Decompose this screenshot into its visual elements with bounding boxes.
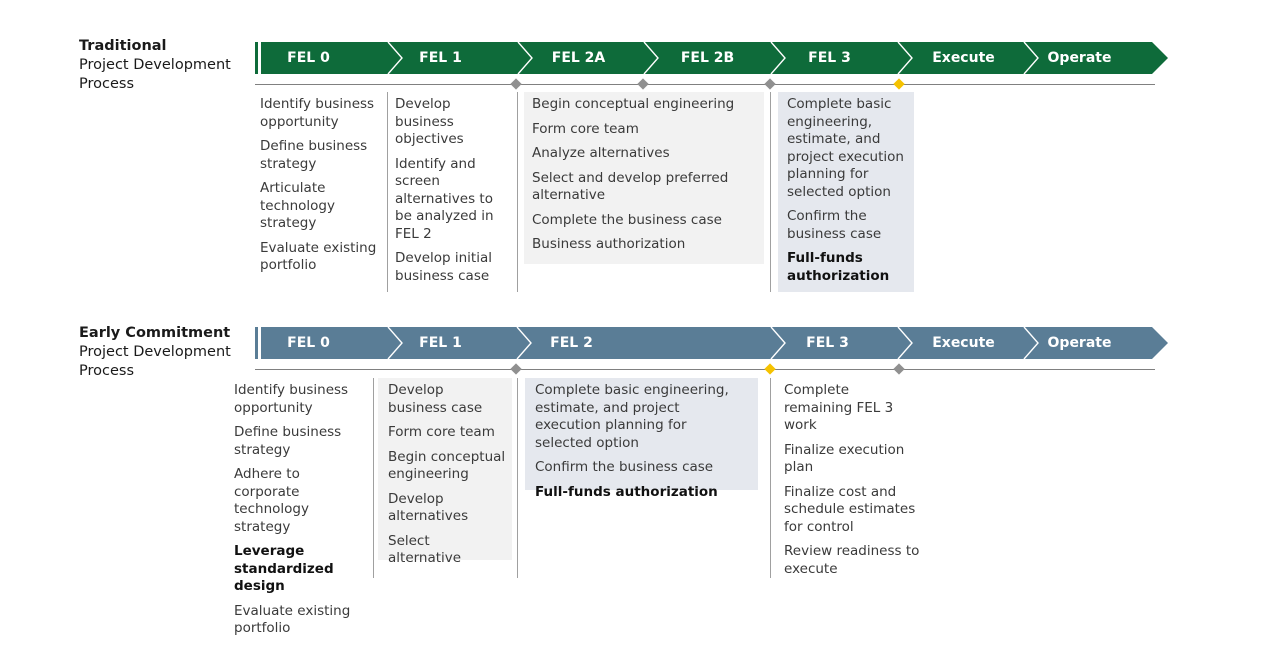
early-arrow <box>261 327 1168 359</box>
early-phase-operate: Operate <box>1047 335 1112 351</box>
early-fel3-item: Review readiness to execute <box>784 543 920 577</box>
early-fel1-item: Develop business case <box>388 382 483 416</box>
traditional-timeline-rule <box>255 84 1155 85</box>
early-fel1-shade <box>378 378 512 560</box>
early-col-fel0: Identify business opportunity Define bus… <box>234 382 368 645</box>
early-band-svg <box>255 327 1168 359</box>
traditional-fel2-item: Business authorization <box>532 236 686 252</box>
traditional-col-fel3: Complete basic engineering, estimate, an… <box>787 96 911 292</box>
traditional-divider-2 <box>517 92 518 292</box>
traditional-fel0-item: Define business strategy <box>260 138 368 172</box>
early-fel1-item: Begin conceptual engineering <box>388 448 506 483</box>
traditional-phase-fel3: FEL 3 <box>808 50 851 66</box>
traditional-col-fel2: Begin conceptual engineering Form core t… <box>532 96 760 261</box>
traditional-fel0-item: Evaluate existing portfolio <box>260 239 377 274</box>
early-col-fel2: Complete basic engineering, estimate, an… <box>535 382 747 508</box>
early-phase-fel3: FEL 3 <box>806 335 849 351</box>
early-fel3-item: Complete remaining FEL 3 work <box>784 382 894 433</box>
traditional-phase-fel0: FEL 0 <box>287 50 330 66</box>
early-fel1-item: Select alternative <box>388 532 462 567</box>
early-phase-band: FEL 0 FEL 1 FEL 2 FEL 3 Execute Operate <box>255 327 1170 359</box>
early-fel2-item-bold: Full-funds authorization <box>535 483 718 500</box>
traditional-divider-3 <box>770 92 771 292</box>
traditional-fel3-item: Complete basic engineering, estimate, an… <box>787 96 904 200</box>
traditional-fel0-item: Articulate technology strategy <box>260 180 335 231</box>
traditional-phase-fel1: FEL 1 <box>419 50 462 66</box>
traditional-arrow <box>261 42 1168 74</box>
traditional-fel3-item: Confirm the business case <box>787 208 882 242</box>
traditional-fel2-shade <box>524 92 764 264</box>
traditional-fel3-item-bold: Full-funds authorization <box>787 250 890 284</box>
early-milestone-2 <box>893 363 905 375</box>
traditional-fel1-item: Develop initial business case <box>395 250 492 284</box>
traditional-fel1-item: Identify and screen alternatives to be a… <box>395 155 494 242</box>
early-divider-3 <box>770 378 771 578</box>
early-fel2-item: Complete basic engineering, estimate, an… <box>535 382 729 451</box>
traditional-phase-operate: Operate <box>1047 50 1112 66</box>
early-fel2-item: Confirm the business case <box>535 459 714 475</box>
early-title-bold: Early Commitment <box>79 325 231 341</box>
early-timeline-rule <box>255 369 1155 370</box>
traditional-title-rest: Project Development Process <box>79 57 231 92</box>
traditional-fel2-item: Complete the business case <box>532 211 722 228</box>
traditional-fel0-item: Identify business opportunity <box>260 96 375 130</box>
traditional-phase-band: FEL 0 FEL 1 FEL 2A FEL 2B FEL 3 Execute … <box>255 42 1170 74</box>
early-fel2-shade <box>525 378 758 490</box>
early-fel1-item: Form core team <box>388 424 495 440</box>
traditional-fel2-item: Analyze alternatives <box>532 145 670 161</box>
traditional-milestone-2 <box>637 78 649 90</box>
traditional-milestone-1 <box>510 78 522 90</box>
early-fel3-item: Finalize cost and schedule estimates for… <box>784 483 916 535</box>
early-phase-fel2: FEL 2 <box>550 335 593 351</box>
traditional-fel2-item: Begin conceptual engineering <box>532 96 735 112</box>
traditional-process-label: Traditional Project Development Process <box>79 37 249 94</box>
early-divider-2 <box>517 378 518 578</box>
traditional-phase-fel2a: FEL 2A <box>551 50 606 66</box>
early-col-fel1: Develop business case Form core team Beg… <box>388 382 506 575</box>
early-fel1-item: Develop alternatives <box>388 490 469 525</box>
early-col-fel3: Complete remaining FEL 3 work Finalize e… <box>784 382 920 585</box>
early-fel3-item: Finalize execution plan <box>784 441 905 476</box>
early-divider-1 <box>373 378 374 578</box>
early-fel0-item-bold: Leverage standardized design <box>234 543 334 594</box>
early-fel0-item: Define business strategy <box>234 424 342 458</box>
early-milestone-highlight <box>764 363 776 375</box>
traditional-phase-execute: Execute <box>932 50 995 66</box>
traditional-col-fel1: Develop business objectives Identify and… <box>395 96 513 292</box>
traditional-fel1-item: Develop business objectives <box>395 96 464 147</box>
traditional-fel3-shade <box>778 92 914 292</box>
early-phase-fel1: FEL 1 <box>419 335 462 351</box>
early-process-label: Early Commitment Project Development Pro… <box>79 324 249 381</box>
traditional-milestone-3 <box>764 78 776 90</box>
early-fel0-item: Identify business opportunity <box>234 382 349 416</box>
early-title-rest: Project Development Process <box>79 344 231 379</box>
traditional-band-svg <box>255 42 1168 74</box>
early-phase-execute: Execute <box>932 335 995 351</box>
traditional-title-bold: Traditional <box>79 38 167 54</box>
traditional-fel2-item: Form core team <box>532 120 639 137</box>
traditional-phase-fel2b: FEL 2B <box>680 50 735 66</box>
early-fel0-item: Adhere to corporate technology strategy <box>234 466 309 535</box>
traditional-col-fel0: Identify business opportunity Define bus… <box>260 96 378 282</box>
early-phase-fel0: FEL 0 <box>287 335 330 351</box>
traditional-fel2-item: Select and develop preferred alternative <box>532 169 729 204</box>
traditional-divider-1 <box>387 92 388 292</box>
early-fel0-item: Evaluate existing portfolio <box>234 602 351 637</box>
early-milestone-1 <box>510 363 522 375</box>
traditional-milestone-highlight <box>893 78 905 90</box>
